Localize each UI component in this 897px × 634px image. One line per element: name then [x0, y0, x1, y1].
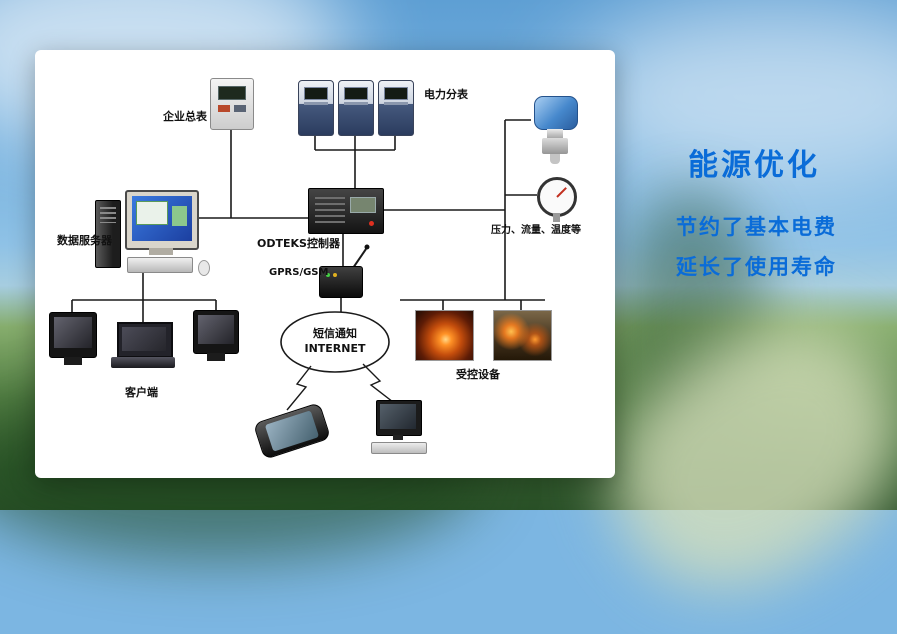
- tower-slots: [100, 207, 116, 223]
- gprs-modem-device: [319, 266, 363, 298]
- transmitter-neck: [547, 129, 563, 138]
- client-screen: [54, 317, 92, 348]
- client-laptop: [111, 322, 175, 368]
- lightning-links: [286, 363, 394, 411]
- transmitter-flange: [542, 138, 568, 154]
- data-server-label: 数据服务器: [57, 234, 112, 247]
- controlled-devices-label: 受控设备: [456, 368, 500, 381]
- server-screen-window: [172, 206, 187, 226]
- server-mouse: [198, 260, 210, 276]
- meter-lcd: [304, 87, 328, 100]
- sensors-label: 压力、流量、温度等: [491, 225, 581, 236]
- gprs-label: GPRS/GSM: [269, 267, 329, 278]
- controller-led: [369, 221, 374, 226]
- headline-title: 能源优化: [688, 148, 820, 183]
- modem-antenna: [352, 248, 367, 269]
- client-monitor: [193, 310, 239, 361]
- connection-lines: [71, 119, 545, 411]
- pressure-transmitter-device: [531, 96, 579, 166]
- cloud-label-line2: INTERNET: [304, 342, 366, 355]
- meter-button: [218, 105, 230, 112]
- clients-label: 客户端: [125, 386, 158, 399]
- power-submeter-label: 电力分表: [424, 88, 468, 101]
- power-submeter-device: [378, 80, 414, 136]
- notify-computer-device: [369, 400, 427, 454]
- monitor-stand: [207, 353, 225, 361]
- antenna-tip: [364, 244, 370, 250]
- keyboard: [371, 442, 427, 454]
- laptop-screen: [122, 327, 166, 351]
- headline-benefit-1: 节约了基本电费: [676, 215, 837, 239]
- internet-cloud-shape: [280, 311, 390, 373]
- server-keyboard: [127, 257, 193, 273]
- meter-lcd: [384, 87, 408, 100]
- modem-led: [333, 273, 337, 277]
- cloud-label-line1: 短信通知: [313, 327, 357, 340]
- power-submeter-device: [338, 80, 374, 136]
- client-monitor: [49, 312, 97, 365]
- server-tower: [95, 200, 121, 268]
- power-submeter-device: [298, 80, 334, 136]
- meter-trim: [304, 102, 328, 105]
- meter-button: [234, 105, 246, 112]
- system-topology-diagram: 企业总表 电力分表 压力、流量、温度等 ODTEKS控制器 GPRS/GSM 数…: [35, 50, 615, 478]
- furnace-photo: [493, 310, 552, 361]
- transmitter-head: [534, 96, 578, 130]
- transmitter-tip: [550, 154, 560, 164]
- internet-cloud-label: 短信通知 INTERNET: [281, 326, 389, 356]
- monitor-stand: [149, 248, 173, 255]
- meter-trim: [344, 102, 368, 105]
- laptop-base: [111, 357, 175, 368]
- pressure-gauge-device: [537, 177, 577, 222]
- monitor-screen: [380, 404, 416, 429]
- enterprise-meter-device: [210, 78, 254, 130]
- meter-lcd: [218, 86, 246, 100]
- server-screen-window: [136, 201, 168, 225]
- controller-label: ODTEKS控制器: [257, 237, 340, 250]
- controller-display: [350, 197, 376, 213]
- cloud-blob: [567, 0, 897, 190]
- headline-benefit-2: 延长了使用寿命: [676, 255, 837, 279]
- enterprise-meter-label: 企业总表: [163, 110, 207, 123]
- gauge-stem: [553, 213, 560, 222]
- furnace-photo: [415, 310, 474, 361]
- controller-vents: [315, 197, 345, 223]
- gauge-needle: [556, 187, 567, 198]
- server-monitor: [125, 190, 199, 250]
- client-screen: [198, 315, 234, 344]
- monitor-stand: [63, 357, 83, 365]
- modem-led: [326, 273, 330, 277]
- controller-device: [308, 188, 384, 234]
- monitor-stand: [393, 435, 403, 440]
- diagram-panel: 企业总表 电力分表 压力、流量、温度等 ODTEKS控制器 GPRS/GSM 数…: [35, 50, 615, 478]
- meter-trim: [384, 102, 408, 105]
- meter-lcd: [344, 87, 368, 100]
